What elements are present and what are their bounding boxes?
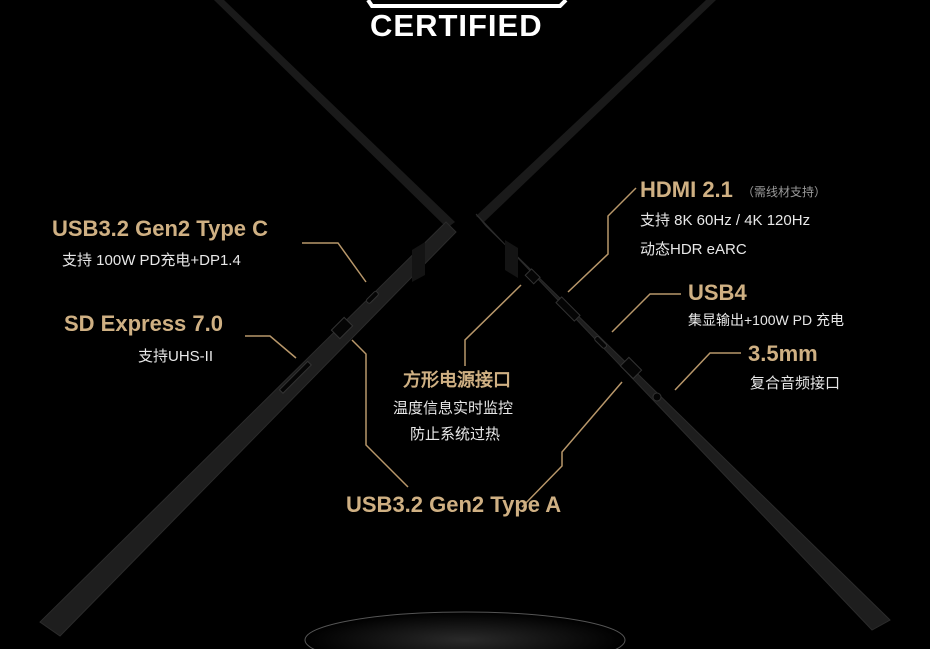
certified-badge-text: CERTIFIED (370, 8, 543, 43)
power-port (524, 268, 541, 285)
leader-usba-right (521, 381, 623, 508)
hdmi-port (555, 296, 581, 322)
leader-power (464, 284, 522, 366)
usb4-port (594, 335, 608, 349)
leader-audio (674, 352, 741, 391)
usb4-desc: 集显输出+100W PD 充电 (688, 312, 844, 328)
usb4-title: USB4 (688, 280, 747, 305)
leader-sd (245, 335, 297, 359)
audio-jack (652, 392, 662, 402)
leader-usb4 (611, 293, 681, 333)
certified-logo-shape (366, 0, 568, 8)
usbc-desc: 支持 100W PD充电+DP1.4 (62, 252, 241, 269)
stand-ellipse (304, 611, 626, 649)
power-desc-1: 温度信息实时监控 (393, 400, 514, 417)
power-title: 方形电源接口 (403, 370, 511, 390)
usba-port-right (619, 356, 643, 380)
leader-usbc (302, 242, 367, 283)
power-desc-2: 防止系统过热 (410, 426, 501, 443)
usba-title: USB3.2 Gen2 Type A (346, 492, 562, 517)
hdmi-desc-2: 动态HDR eARC (640, 241, 747, 258)
hdmi-desc-1: 支持 8K 60Hz / 4K 120Hz (640, 212, 811, 229)
leader-hdmi (567, 187, 637, 293)
audio-desc: 复合音频接口 (750, 375, 841, 392)
sd-slot (278, 360, 312, 394)
leader-usba-left (351, 339, 409, 488)
hdmi-title: HDMI 2.1 (640, 177, 733, 202)
usbc-title: USB3.2 Gen2 Type C (52, 216, 268, 241)
audio-title: 3.5mm (748, 341, 818, 366)
sd-desc: 支持UHS-II (138, 348, 214, 365)
left-laptop (39, 0, 457, 637)
hdmi-note: （需线材支持） (742, 185, 827, 199)
usbc-port-left (365, 290, 379, 304)
usba-port-left (330, 316, 354, 340)
right-laptop (475, 0, 891, 631)
sd-title: SD Express 7.0 (64, 311, 223, 336)
leader-lines (245, 187, 741, 508)
